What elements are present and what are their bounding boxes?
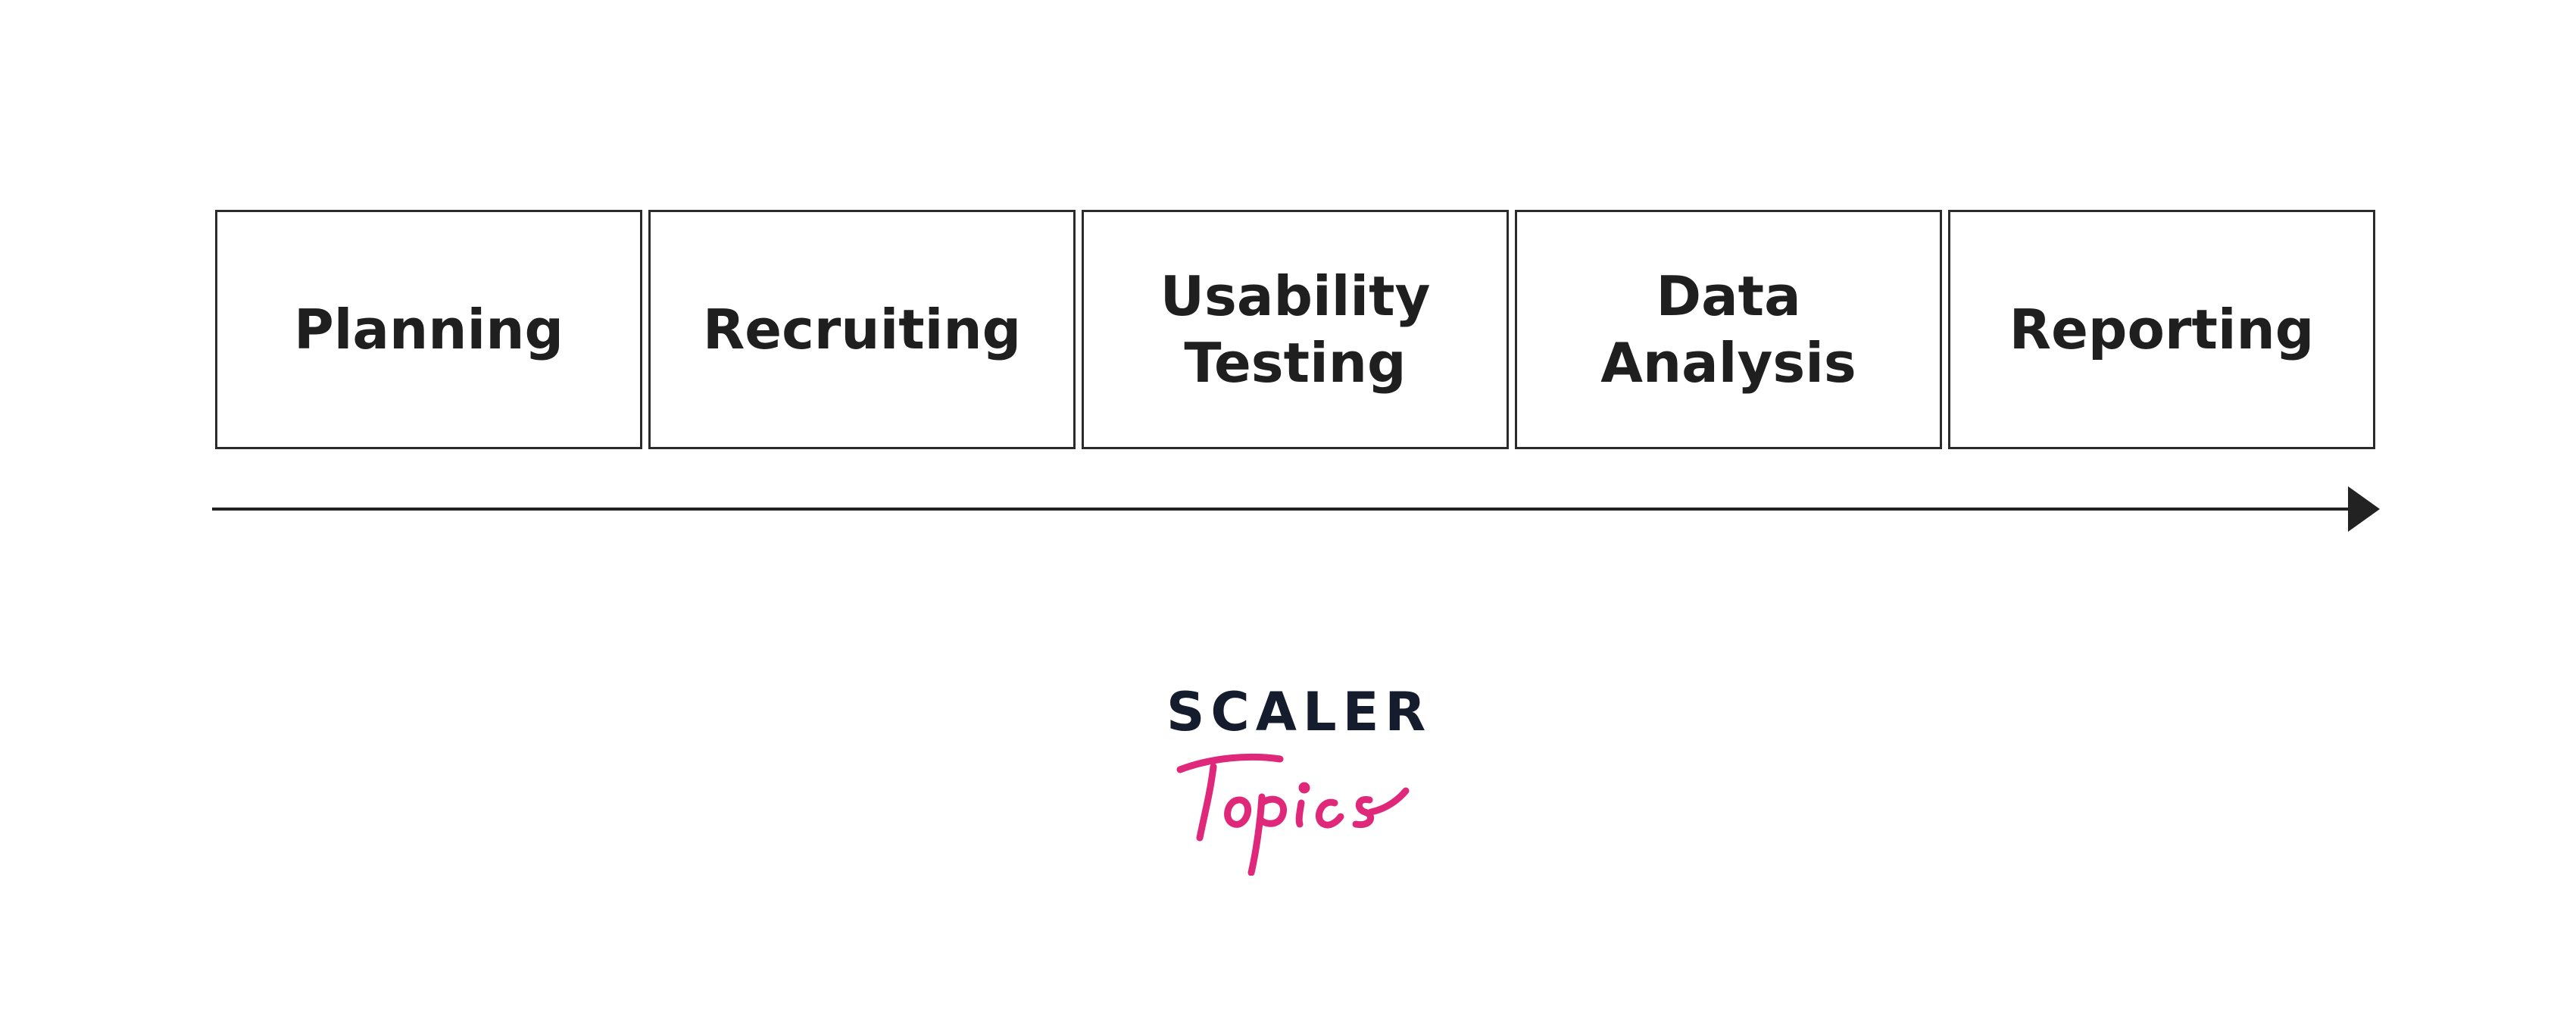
step-label: Recruiting xyxy=(702,298,1022,361)
step-usability-testing: Usability Testing xyxy=(1082,210,1509,449)
step-recruiting: Recruiting xyxy=(648,210,1076,449)
step-label-line-2: Analysis xyxy=(1600,331,1856,395)
step-label: Planning xyxy=(293,298,564,361)
logo-brand-text: SCALER xyxy=(1166,681,1432,743)
step-label-line-2: Testing xyxy=(1184,331,1407,395)
step-planning: Planning xyxy=(215,210,642,449)
step-data-analysis: Data Analysis xyxy=(1515,210,1942,449)
step-reporting: Reporting xyxy=(1948,210,2375,449)
step-label: Reporting xyxy=(2009,298,2315,361)
step-label-line-1: Data xyxy=(1656,264,1801,328)
scaler-topics-logo: SCALER xyxy=(1166,681,1432,879)
process-steps: Planning Recruiting Usability Testing Da… xyxy=(215,210,2375,449)
timeline-arrow xyxy=(212,486,2380,532)
arrow-head-icon xyxy=(2348,486,2380,532)
step-label-line-1: Usability xyxy=(1160,264,1431,328)
logo-topics-script xyxy=(1176,753,1410,876)
